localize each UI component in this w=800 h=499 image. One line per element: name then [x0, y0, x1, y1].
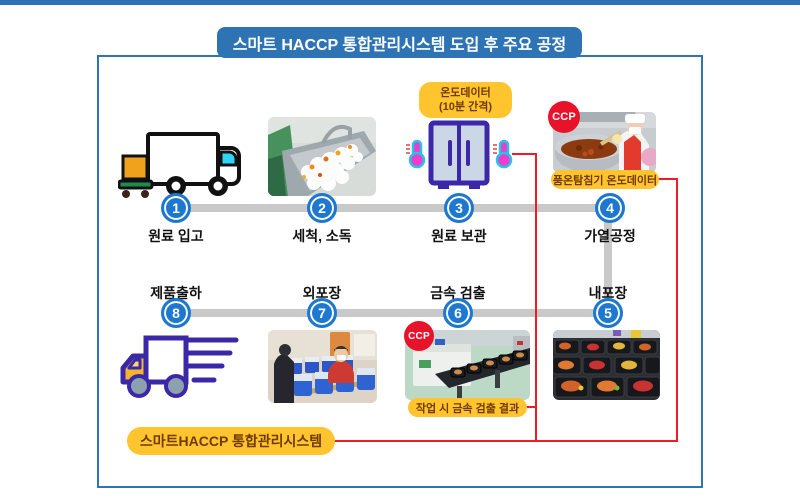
temperature-data-callout-line1: 온도데이터: [440, 87, 491, 99]
data-line-to-system: [334, 440, 678, 442]
data-line-from-fridge: [512, 153, 537, 155]
page-title: 스마트 HACCP 통합관리시스템 도입 후 주요 공정: [217, 27, 582, 58]
step-1-marker: 1: [161, 193, 191, 223]
data-line-from-probe-label: [657, 178, 678, 180]
step-2-marker: 2: [307, 193, 337, 223]
step-3-marker: 3: [444, 193, 474, 223]
step-3-label: 원료 보관: [431, 228, 487, 244]
shipping-truck-icon: [118, 328, 240, 402]
temperature-data-callout: 온도데이터 (10분 간격): [419, 82, 512, 118]
connector-row-bottom: [176, 309, 608, 317]
delivery-truck-icon: [117, 126, 245, 206]
data-line-from-metal-label: [525, 406, 537, 408]
ccp-badge: CCP: [548, 101, 580, 133]
thermometer-icon: [491, 139, 513, 169]
photo-metal-detection: [405, 330, 530, 400]
step-2-label: 세척, 소독: [292, 228, 352, 244]
smart-haccp-system-label: 스마트HACCP 통합관리시스템: [127, 427, 335, 455]
step-8-marker: 8: [161, 298, 191, 328]
step-5-label: 내포장: [588, 285, 628, 301]
step-6-marker: 6: [443, 298, 473, 328]
step-5-marker: 5: [593, 298, 623, 328]
photo-inner-packaging: [553, 330, 660, 400]
probe-temperature-label: 품온탐침기 온도데이터: [551, 170, 659, 189]
step-1-label: 원료 입고: [148, 228, 204, 244]
photo-washing-disinfection: [268, 117, 376, 196]
top-border-band: [0, 0, 800, 5]
photo-outer-packaging: [268, 330, 377, 403]
step-4-label: 가열공정: [584, 228, 636, 244]
step-4-marker: 4: [595, 193, 625, 223]
data-line-vertical-2: [676, 178, 678, 442]
temperature-data-callout-line2: (10분 간격): [439, 101, 492, 113]
connector-vertical: [604, 206, 612, 314]
data-line-vertical-1: [535, 153, 537, 442]
step-8-label: 제품출하: [150, 285, 202, 301]
step-6-label: 금속 검출: [430, 285, 486, 301]
refrigerator-icon: [428, 120, 490, 192]
metal-detection-result-label: 작업 시 금속 검출 결과: [408, 398, 527, 417]
step-7-marker: 7: [307, 298, 337, 328]
connector-row-top: [176, 204, 610, 212]
thermometer-icon: [404, 139, 426, 169]
ccp-badge: CCP: [404, 321, 434, 351]
step-7-label: 외포장: [302, 285, 342, 301]
